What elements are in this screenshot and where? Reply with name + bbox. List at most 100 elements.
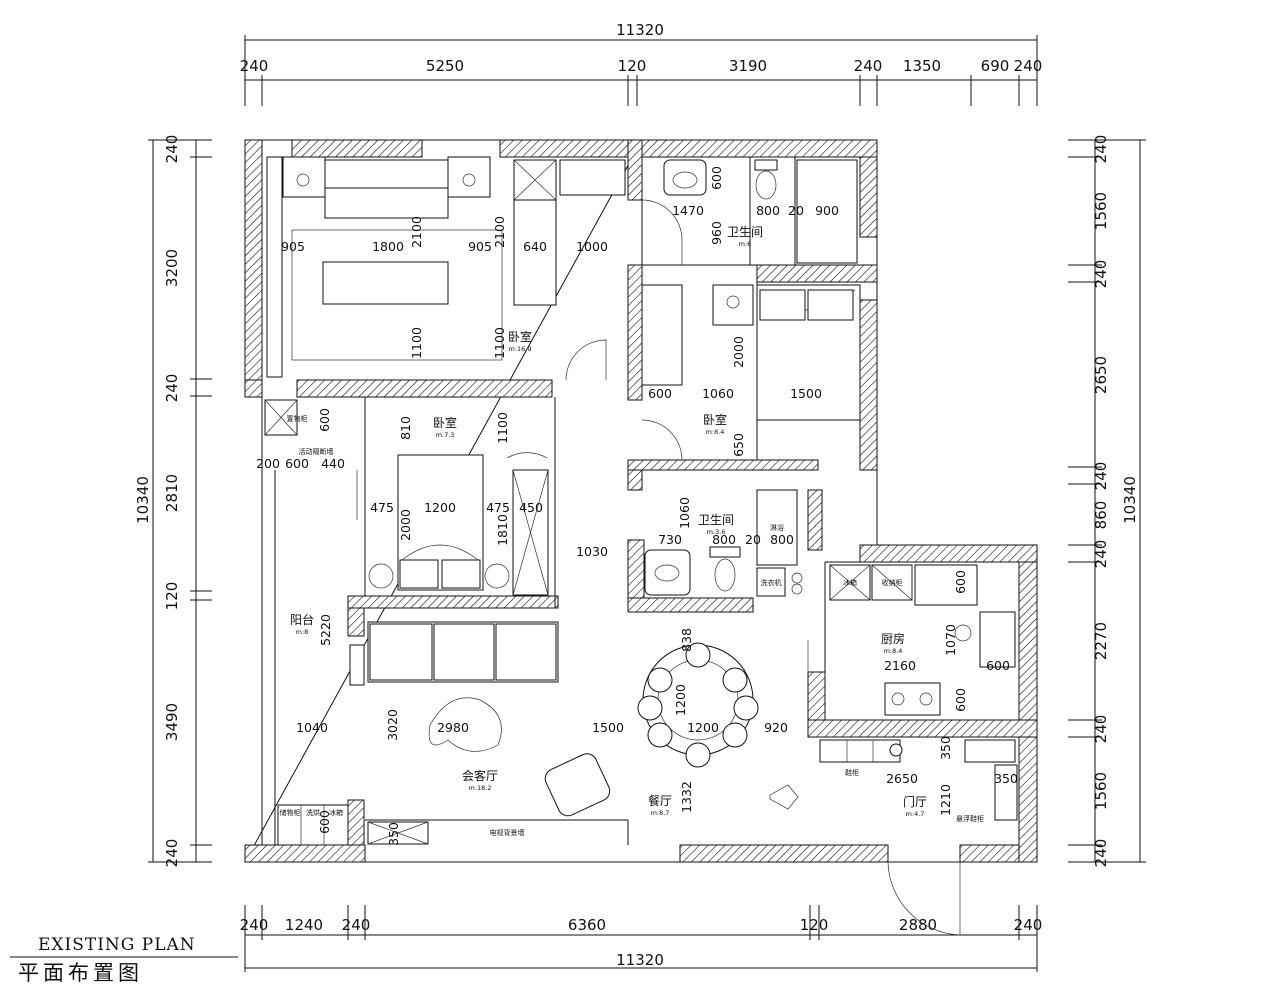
right-dim-7: 240 (1092, 540, 1110, 569)
inner-dim: 1060 (677, 497, 692, 529)
inner-dim: 20 (745, 532, 761, 547)
dining-room-label: 餐厅 (648, 793, 672, 808)
right-dim-6: 860 (1092, 501, 1110, 530)
inner-dim: 1470 (672, 203, 704, 218)
left-dim-5: 120 (163, 582, 181, 611)
inner-dim: 2980 (437, 720, 469, 735)
inner-dim: 1000 (576, 239, 608, 254)
inner-dim: 1070 (943, 624, 958, 656)
inner-dim: 600 (285, 456, 309, 471)
inner-dim: 20 (788, 203, 804, 218)
inner-dim: 600 (648, 386, 672, 401)
inner-dim: 1040 (296, 720, 328, 735)
inner-dim: 600 (953, 570, 968, 594)
inner-dimensions: 905 1800 2100 905 2100 640 1000 1100 110… (256, 166, 1018, 846)
living-room-area: m:18.2 (469, 784, 492, 792)
inner-dim: 1810 (495, 514, 510, 546)
top-bathroom (641, 159, 858, 265)
bottom-dim-5: 120 (800, 916, 829, 934)
master-bedroom (266, 156, 626, 381)
annotation: 悬浮鞋柜 (956, 814, 984, 823)
middle-bathroom-area: m:3.6 (707, 528, 726, 536)
inner-dim: 3020 (385, 709, 400, 741)
top-dim-2: 5250 (426, 57, 464, 75)
right-dim-1: 240 (1092, 135, 1110, 164)
left-dim-3: 240 (163, 374, 181, 403)
top-dim-5: 240 (854, 57, 883, 75)
annotations: 置物柜 活动隔断墙 储物柜 洗烘 冰箱 电视背景墙 冰箱 收纳柜 鞋柜 悬浮鞋柜… (280, 414, 985, 837)
balcony-area: m:8 (296, 628, 309, 636)
inner-dim: 800 (770, 532, 794, 547)
inner-dim: 600 (986, 658, 1010, 673)
bottom-dim-3: 240 (342, 916, 371, 934)
top-total-dim: 11320 (616, 21, 664, 39)
kitchen (829, 564, 1016, 716)
inner-dim: 960 (709, 221, 724, 245)
inner-dim: 905 (468, 239, 492, 254)
inner-dim: 810 (398, 416, 413, 440)
bottom-dim-4: 6360 (568, 916, 606, 934)
top-dim-7: 690 (981, 57, 1010, 75)
right-total-dim: 10340 (1121, 476, 1139, 524)
inner-dim: 1500 (790, 386, 822, 401)
inner-dim: 838 (679, 628, 694, 652)
top-dim-4: 3190 (729, 57, 767, 75)
inner-dim: 2000 (398, 509, 413, 541)
inner-dim: 1030 (576, 544, 608, 559)
balcony (264, 399, 365, 846)
walls (244, 139, 1038, 863)
right-dim-8: 2270 (1092, 622, 1110, 660)
inner-dim: 600 (317, 408, 332, 432)
bottom-dimension-lines (244, 905, 1038, 972)
annotation: 鞋柜 (845, 768, 859, 777)
inner-dim: 1100 (409, 327, 424, 359)
inner-dim: 350 (938, 736, 953, 760)
annotation: 冰箱 (843, 578, 857, 587)
inner-dim: 900 (815, 203, 839, 218)
top-dim-1: 240 (240, 57, 269, 75)
inner-dim: 920 (764, 720, 788, 735)
annotation: 收纳柜 (882, 578, 903, 587)
title-chinese: 平面布置图 (18, 961, 143, 985)
top-dimension-lines (244, 35, 1038, 106)
annotation: 置物柜 (287, 414, 308, 423)
middle-bathroom (644, 489, 803, 597)
left-total-dim: 10340 (134, 476, 152, 524)
inner-dim: 1500 (592, 720, 624, 735)
annotation: 活动隔断墙 (299, 447, 334, 456)
second-bedroom-label: 卧室 (433, 415, 457, 430)
living-room (367, 621, 611, 845)
third-bedroom-area: m:8.4 (706, 428, 725, 436)
inner-dim: 1200 (673, 684, 688, 716)
annotation: 电视背景墙 (490, 828, 525, 837)
annotation: 洗衣机 (761, 578, 782, 587)
left-dimension-lines (148, 139, 212, 863)
second-bedroom (356, 452, 549, 596)
plan-title: EXISTING PLAN 平面布置图 (10, 935, 238, 985)
middle-bathroom-label: 卫生间 (698, 513, 734, 527)
inner-dim: 475 (486, 500, 510, 515)
inner-dim: 800 (712, 532, 736, 547)
inner-dim: 600 (953, 688, 968, 712)
annotation: 冰箱 (329, 808, 343, 817)
annotation: 淋浴 (770, 523, 784, 532)
inner-dim: 640 (523, 239, 547, 254)
inner-dim: 600 (709, 166, 724, 190)
right-dim-3: 240 (1092, 260, 1110, 289)
inner-dim: 450 (519, 500, 543, 515)
right-dim-11: 240 (1092, 839, 1110, 868)
room-labels: 卧室 m:16.9 卧室 m:7.3 卧室 m:8.4 卫生间 m:6 卫生间 … (290, 225, 927, 818)
living-room-label: 会客厅 (462, 768, 498, 783)
bottom-dim-1: 240 (240, 916, 269, 934)
inner-dim: 440 (321, 456, 345, 471)
left-dim-6: 3490 (163, 703, 181, 741)
bottom-dim-6: 2880 (899, 916, 937, 934)
top-dim-3: 120 (618, 57, 647, 75)
kitchen-area: m:8.4 (884, 647, 903, 655)
top-bathroom-area: m:6 (739, 240, 752, 248)
annotation: 储物柜 (280, 808, 301, 817)
inner-dim: 600 (317, 810, 332, 834)
master-bedroom-label: 卧室 (508, 329, 532, 344)
inner-dim: 1060 (702, 386, 734, 401)
dining-room-area: m:8.7 (651, 809, 670, 817)
